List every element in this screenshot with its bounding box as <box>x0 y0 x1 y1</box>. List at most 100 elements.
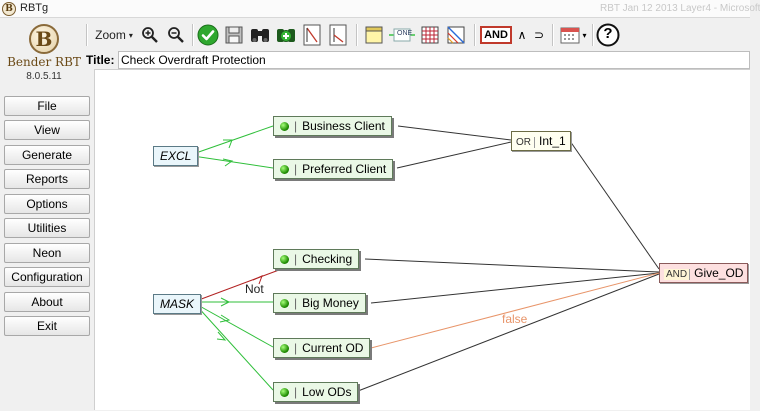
and-label: AND <box>480 26 512 44</box>
version-label: 8.0.5.11 <box>26 71 62 82</box>
input-node-mask[interactable]: MASK <box>153 294 202 314</box>
brand-logo: B Bender RBT 8.0.5.11 <box>6 24 82 82</box>
calendar-dropdown[interactable]: ▾ <box>556 23 590 47</box>
checkmark-icon <box>197 24 219 46</box>
not-edge-label: Not <box>245 282 264 296</box>
or-gate-int-1[interactable]: OR Int_1 <box>511 131 571 151</box>
false-edge <box>370 272 660 349</box>
toolbar-separator <box>192 24 194 46</box>
grid-table-icon <box>421 26 439 44</box>
not-edge <box>195 266 288 302</box>
window-titlebar: B RBTg RBT Jan 12 2013 Layer4 - Microsof… <box>0 0 760 18</box>
toolbar: Zoom▾ ONE AND ∧ ⊃ <box>86 20 750 49</box>
diagram-page-icon <box>303 24 321 46</box>
help-icon <box>596 23 620 47</box>
brand-name: Bender RBT <box>7 55 81 69</box>
mask-constraint-edges <box>195 297 274 391</box>
dcap-label: ⊃ <box>533 28 545 42</box>
and-button[interactable]: AND <box>478 23 514 47</box>
sidebar-item-view[interactable]: View <box>4 120 90 140</box>
help-button[interactable]: ? <box>596 23 620 47</box>
or-gate-label: Int_1 <box>539 134 566 148</box>
green-status-icon <box>280 255 289 264</box>
sidebar-item-file[interactable]: File <box>4 96 90 116</box>
diagram-view-button[interactable] <box>300 23 324 47</box>
or-gate-tag: OR <box>516 137 535 148</box>
chevron-down-icon: ▾ <box>582 30 587 40</box>
node-label: Preferred Client <box>302 162 387 176</box>
one-button[interactable]: ONE <box>388 23 416 47</box>
binoculars-icon <box>251 29 269 42</box>
node-label: Checking <box>302 252 353 266</box>
sidebar-item-configuration[interactable]: Configuration <box>4 267 90 287</box>
green-status-icon <box>280 299 289 308</box>
title-label: Title: <box>86 53 115 67</box>
chart-button[interactable] <box>444 23 468 47</box>
calendar-icon <box>560 27 580 44</box>
sidebar-item-generate[interactable]: Generate <box>4 145 90 165</box>
cause-effect-graph-canvas[interactable]: EXCL MASK | Business Client | Preferred Cl… <box>94 69 750 410</box>
node-big-money[interactable]: | Big Money <box>273 293 366 313</box>
green-status-icon <box>280 165 289 174</box>
sidebar-item-options[interactable]: Options <box>4 194 90 214</box>
one-tag-icon <box>389 28 415 42</box>
node-divider: | <box>294 162 298 176</box>
sidebar-item-exit[interactable]: Exit <box>4 316 90 336</box>
sidebar-item-about[interactable]: About <box>4 292 90 312</box>
wedge-button[interactable]: ∧ <box>514 23 530 47</box>
title-row: Title: Check Overdraft Protection <box>86 51 750 69</box>
node-divider: | <box>294 296 298 310</box>
sidebar-item-utilities[interactable]: Utilities <box>4 218 90 238</box>
sidebar-item-neon[interactable]: Neon <box>4 243 90 263</box>
bender-emblem-icon: B <box>29 24 59 54</box>
title-input[interactable]: Check Overdraft Protection <box>118 51 750 69</box>
window-title: RBTg <box>20 2 49 14</box>
node-divider: | <box>294 119 298 133</box>
zoom-in-button[interactable] <box>138 23 162 47</box>
green-status-icon <box>280 344 289 353</box>
diagram-alt-view-button[interactable] <box>326 23 350 47</box>
zoom-out-button[interactable] <box>164 23 188 47</box>
chevron-down-icon: ▾ <box>128 30 133 40</box>
node-label: Business Client <box>302 119 385 133</box>
node-divider: | <box>294 341 298 355</box>
sticky-note-icon <box>365 26 383 44</box>
toolbar-separator <box>86 24 88 46</box>
background-window-title: RBT Jan 12 2013 Layer4 - Microsoft <box>600 3 760 14</box>
false-edge-label: false <box>502 312 528 326</box>
toolbar-separator <box>356 24 358 46</box>
wedge-label: ∧ <box>517 28 527 42</box>
node-preferred-client[interactable]: | Preferred Client <box>273 159 394 179</box>
zoom-label: Zoom <box>95 28 126 42</box>
find-add-button[interactable] <box>274 23 298 47</box>
find-button[interactable] <box>248 23 272 47</box>
node-label: Current OD <box>302 341 364 355</box>
node-label: Big Money <box>302 296 359 310</box>
graph-edges <box>192 125 660 392</box>
table-button[interactable] <box>418 23 442 47</box>
toolbar-separator <box>552 24 554 46</box>
node-checking[interactable]: |Checking <box>273 249 360 269</box>
dcap-button[interactable]: ⊃ <box>530 23 548 47</box>
chart-grid-icon <box>447 26 465 44</box>
check-button[interactable] <box>196 23 220 47</box>
and-gate-tag: AND <box>664 269 691 280</box>
diagram-page-alt-icon <box>329 24 347 46</box>
help-label: ? <box>603 25 613 42</box>
node-current-od[interactable]: | Current OD <box>273 338 371 358</box>
node-business-client[interactable]: | Business Client <box>273 116 392 136</box>
app-logo-icon: B <box>2 2 16 16</box>
toolbar-separator <box>592 24 594 46</box>
input-node-excl[interactable]: EXCL <box>153 146 199 166</box>
save-button[interactable] <box>222 23 246 47</box>
one-label: ONE <box>397 30 413 37</box>
green-status-icon <box>280 122 289 131</box>
green-status-icon <box>280 388 289 397</box>
toolbar-separator <box>474 24 476 46</box>
node-low-ods[interactable]: |Low ODs <box>273 382 359 402</box>
note-button[interactable] <box>362 23 386 47</box>
excl-constraint-edges <box>192 125 274 169</box>
zoom-dropdown[interactable]: Zoom▾ <box>92 23 136 47</box>
sidebar-item-reports[interactable]: Reports <box>4 169 90 189</box>
